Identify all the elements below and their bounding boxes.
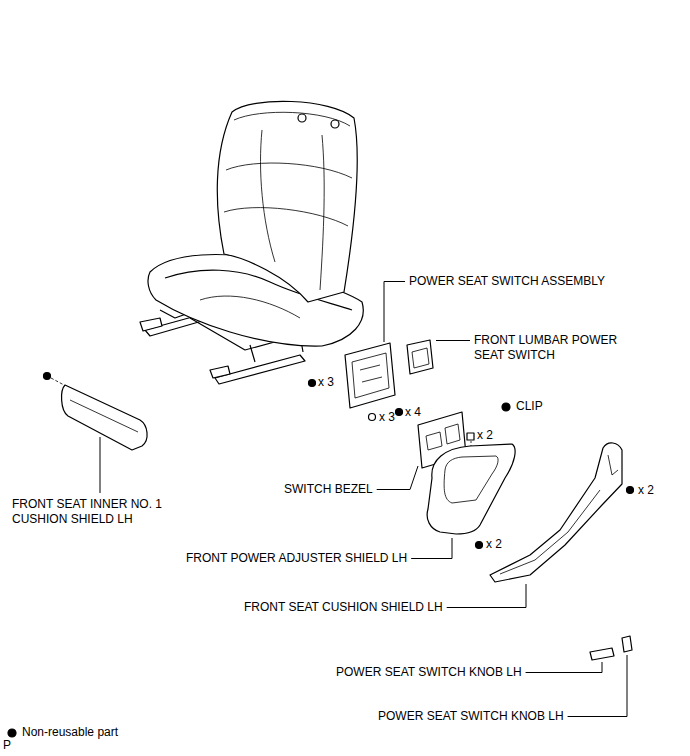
adjuster-shield (427, 444, 515, 534)
lumbar-switch (407, 340, 433, 374)
part-label: CLIP (516, 399, 543, 414)
leader-line (100, 437, 101, 493)
figure-code: P (3, 738, 11, 753)
part-label: FRONT SEAT INNER NO. 1 CUSHION SHIELD LH (12, 497, 202, 527)
part-label: FRONT POWER ADJUSTER SHIELD LH (186, 551, 407, 566)
screw (44, 373, 51, 380)
screw (476, 542, 483, 549)
leader-line (436, 340, 470, 341)
switch-assembly (345, 343, 395, 408)
quantity-label: x 2 (477, 428, 493, 443)
leader-line (447, 584, 526, 608)
screw (309, 380, 316, 387)
part-label: SWITCH BEZEL (284, 482, 373, 497)
part-label: POWER SEAT SWITCH ASSEMBLY (409, 274, 605, 289)
non-reusable-mark (502, 403, 510, 411)
quantity-label: x 2 (486, 537, 502, 552)
legend-text: Non-reusable part (22, 725, 118, 740)
part-label: FRONT SEAT CUSHION SHIELD LH (244, 600, 443, 615)
switch-knob (622, 636, 632, 652)
part-label: POWER SEAT SWITCH KNOB LH (378, 709, 564, 724)
quantity-label: x 2 (638, 483, 654, 498)
cushion-shield (490, 443, 622, 582)
leader-line (568, 655, 627, 717)
leader-line (411, 538, 452, 559)
switch-knob (590, 648, 614, 660)
screw (396, 409, 403, 416)
clip (467, 433, 474, 440)
quantity-label: x 3 (379, 410, 395, 425)
part-label: FRONT LUMBAR POWER SEAT SWITCH (474, 333, 649, 363)
quantity-label: x 4 (405, 405, 421, 420)
leader-line (377, 466, 418, 490)
leader-line (384, 282, 405, 343)
legend-dot (8, 729, 16, 737)
leader-line (526, 662, 602, 673)
seat-backrest (217, 101, 357, 302)
quantity-label: x 3 (318, 375, 334, 390)
nut (369, 414, 376, 421)
screw (627, 487, 634, 494)
part-label: POWER SEAT SWITCH KNOB LH (336, 665, 522, 680)
inner-cushion-shield (62, 385, 148, 450)
